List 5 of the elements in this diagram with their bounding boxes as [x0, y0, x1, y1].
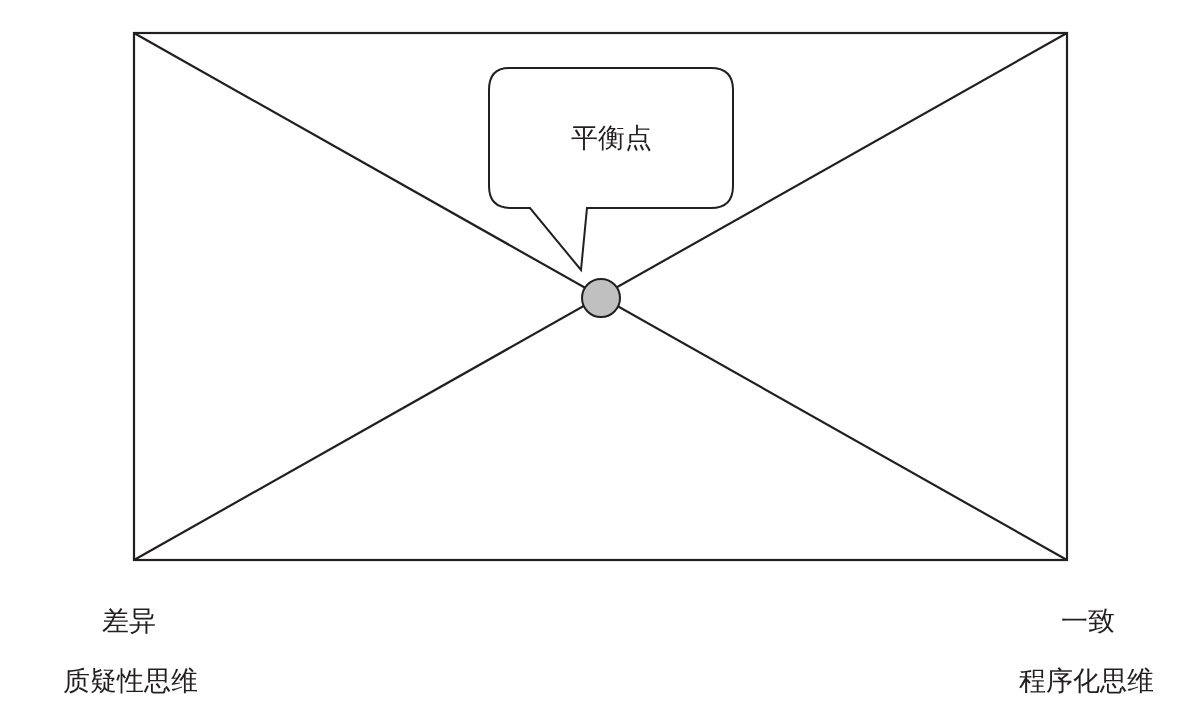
- axis-end-label: 程序化思维: [1018, 665, 1154, 698]
- axis-end-label: 质疑性思维: [62, 665, 198, 698]
- callout-text: 平衡点: [569, 122, 653, 155]
- axis-end-label: 一致: [1061, 605, 1115, 638]
- axis-end-label: 差异: [102, 605, 156, 638]
